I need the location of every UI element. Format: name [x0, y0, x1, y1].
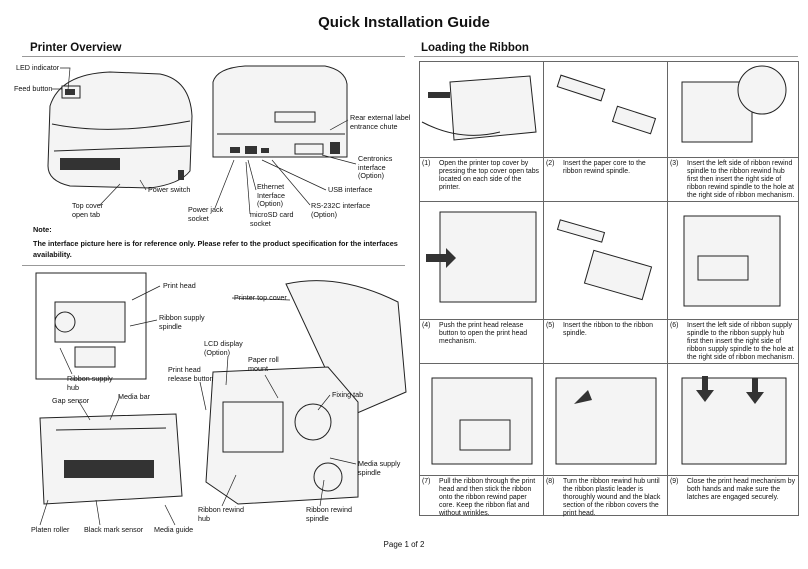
step-7-caption: (7) Pull the ribbon through the print hea… — [420, 476, 544, 518]
ribbon-rewind-spindle-label: Ribbon rewind spindle — [306, 505, 352, 523]
step-1-image — [420, 62, 544, 158]
step-3-text: Insert the left side of ribbon rewind sp… — [687, 160, 795, 200]
power-jack-label: Power jack socket — [188, 205, 224, 223]
print-head-inset-illustration — [35, 272, 147, 380]
power-switch-label: Power switch — [148, 185, 191, 194]
feed-button-label: Feed button — [14, 84, 53, 93]
step-6-image — [668, 202, 798, 320]
step-4-number: (4) — [422, 322, 431, 329]
ribbon-supply-spindle-label: Ribbon supply spindle — [159, 313, 205, 331]
rs232-label: RS-232C interface (Option) — [311, 201, 371, 219]
step-8-image — [544, 364, 668, 476]
page-footer: Page 1 of 2 — [383, 540, 425, 549]
step-5-caption: (5) Insert the ribbon to the ribbon spind… — [544, 320, 668, 364]
step-7-number: (7) — [422, 478, 431, 485]
loading-ribbon-heading: Loading the Ribbon — [421, 42, 529, 54]
usb-label: USB interface — [328, 185, 373, 194]
step-9-text: Close the print head mechanism by both h… — [687, 478, 796, 502]
note-rule — [22, 265, 405, 266]
note-heading: Note: — [33, 225, 52, 234]
step-7-text: Pull the ribbon through the print head a… — [439, 478, 536, 518]
step-9-caption: (9) Close the print head mechanism by bot… — [668, 476, 798, 515]
printer-rear-illustration — [212, 65, 348, 158]
black-mark-sensor-label: Black mark sensor — [84, 525, 144, 534]
media-supply-spindle-label: Media supply spindle — [358, 459, 401, 477]
step-2-number: (2) — [546, 160, 555, 167]
overview-rule — [22, 56, 405, 57]
printer-front-illustration — [47, 71, 193, 189]
printer-open-illustration — [205, 280, 407, 505]
step-5-text: Insert the ribbon to the ribbon spindle. — [563, 322, 654, 338]
step-3-image — [668, 62, 798, 158]
media-bay-illustration — [39, 413, 183, 505]
media-guide-label: Media guide — [154, 525, 194, 534]
step-8-text: Turn the ribbon rewind hub until the rib… — [563, 478, 661, 518]
step-5-number: (5) — [546, 322, 555, 329]
step-2-text: Insert the paper core to the ribbon rewi… — [563, 160, 646, 176]
step-3-number: (3) — [670, 160, 679, 167]
step-5-image — [544, 202, 668, 320]
print-head-release-label: Print head release button — [168, 365, 214, 383]
printer-overview-heading: Printer Overview — [30, 42, 122, 54]
paper-roll-mount-label: Paper roll mount — [248, 355, 279, 373]
gap-sensor-label: Gap sensor — [52, 396, 90, 405]
note-text: The interface picture here is for refere… — [33, 239, 398, 259]
step-9-number: (9) — [670, 478, 679, 485]
step-4-text: Push the print head release button to op… — [439, 322, 528, 346]
step-6-caption: (6) Insert the left side of ribbon supply… — [668, 320, 798, 364]
lcd-display-label: LCD display (Option) — [204, 339, 243, 357]
step-8-caption: (8) Turn the ribbon rewind hub until the … — [544, 476, 668, 518]
ethernet-label: Ethernet Interface (Option) — [257, 182, 285, 209]
step-1-text: Open the printer top cover by pressing t… — [439, 160, 539, 192]
step-3-caption: (3) Insert the left side of ribbon rewind… — [668, 158, 798, 202]
step-6-number: (6) — [670, 322, 679, 329]
step-6-text: Insert the left side of ribbon supply sp… — [687, 322, 795, 362]
step-1-number: (1) — [422, 160, 431, 167]
led-indicator-label: LED indicator — [16, 63, 60, 72]
page-title: Quick Installation Guide — [318, 14, 490, 31]
ribbon-supply-hub-label: Ribbon supply hub — [67, 374, 113, 392]
printer-top-cover-label: Printer top cover — [234, 293, 287, 302]
platen-roller-label: Platen roller — [31, 525, 70, 534]
step-4-caption: (4) Push the print head release button to… — [420, 320, 544, 364]
step-2-caption: (2) Insert the paper core to the ribbon r… — [544, 158, 668, 202]
ribbon-rewind-hub-label: Ribbon rewind hub — [198, 505, 244, 523]
ribbon-steps-grid: (1) Open the printer top cover by pressin… — [419, 61, 799, 518]
top-cover-tab-label: Top cover open tab — [72, 201, 104, 219]
step-9-image — [668, 364, 798, 476]
step-7-image — [420, 364, 544, 476]
centronics-label: Centronics interface (Option) — [358, 154, 393, 181]
microsd-label: microSD card socket — [250, 210, 294, 228]
step-1-caption: (1) Open the printer top cover by pressin… — [420, 158, 544, 202]
fixing-tab-label: Fixing tab — [332, 390, 364, 399]
media-bar-label: Media bar — [118, 392, 150, 401]
step-8-number: (8) — [546, 478, 555, 485]
loading-rule — [414, 56, 798, 57]
print-head-label: Print head — [163, 281, 196, 290]
step-4-image — [420, 202, 544, 320]
step-2-image — [544, 62, 668, 158]
rear-label-chute-label: Rear external label entrance chute — [350, 113, 411, 131]
